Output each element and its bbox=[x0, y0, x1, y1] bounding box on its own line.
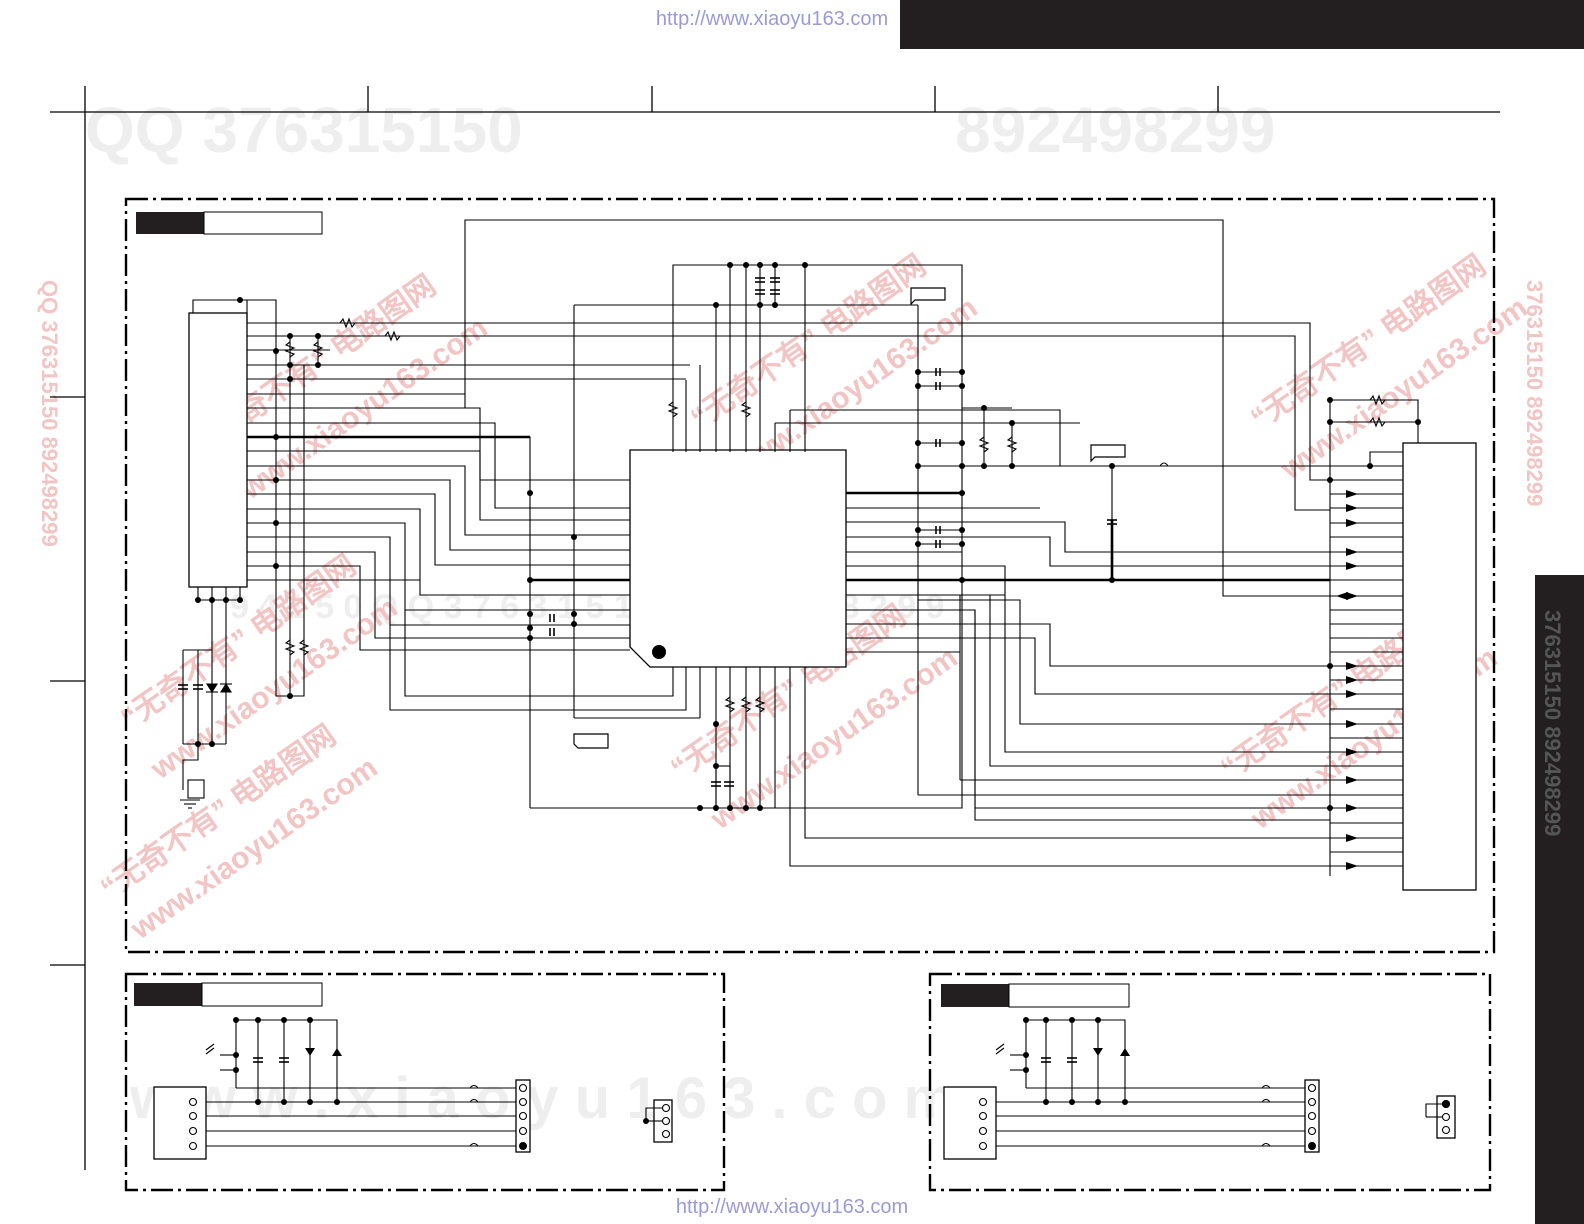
connector-left bbox=[188, 312, 248, 588]
watermark-tab-text: 376315150 892498299 bbox=[1540, 610, 1565, 836]
watermark-url-top: http://www.xiaoyu163.com bbox=[655, 8, 889, 30]
sub-left-circuit bbox=[188, 1019, 671, 1151]
sub-right-header bbox=[943, 1086, 997, 1160]
module-labels bbox=[134, 211, 1130, 1008]
diodes bbox=[206, 682, 232, 694]
sub-board-left-boundary bbox=[124, 972, 726, 1192]
watermark-bottom: w w w . x i a o y u 1 6 3 . c o m bbox=[129, 1066, 955, 1131]
ic-pin1-marker bbox=[652, 645, 666, 659]
module-boundaries bbox=[124, 197, 1496, 1192]
sheet-grid bbox=[50, 86, 1500, 1170]
net-flags bbox=[573, 287, 1126, 749]
sub-right-circuit bbox=[978, 1019, 1451, 1151]
watermark-tab-layer: 376315150 892498299 bbox=[1540, 610, 1565, 836]
right-connector-pins bbox=[1330, 479, 1403, 867]
capacitors bbox=[178, 277, 1117, 787]
watermark-url-bottom: http://www.xiaoyu163.com bbox=[675, 1196, 909, 1218]
sub-left-dots bbox=[233, 1017, 649, 1150]
side-dark-tab bbox=[1535, 575, 1584, 1224]
watermark-vertical-layer: QQ 376315150 892498299 376315150 8924982… bbox=[37, 280, 1547, 547]
connector-right bbox=[1402, 442, 1477, 891]
components bbox=[153, 312, 1477, 1160]
resistors bbox=[284, 317, 1386, 713]
watermark-side-right: 376315150 892498299 bbox=[1522, 280, 1547, 506]
watermark-side-left: QQ 376315150 892498299 bbox=[37, 280, 62, 547]
sub-left-header bbox=[153, 1086, 207, 1160]
header-dark-bar bbox=[900, 0, 1584, 49]
signal-arrows bbox=[1336, 490, 1358, 870]
watermark-qq-right: 892498299 bbox=[955, 94, 1275, 166]
junction-dots bbox=[195, 262, 1421, 811]
sub-left-connector bbox=[515, 1079, 531, 1153]
watermark-qq-left: QQ 376315150 bbox=[85, 94, 523, 166]
main-board-boundary bbox=[124, 197, 1496, 954]
sub-right-connector bbox=[1304, 1079, 1320, 1153]
sub-right-caps bbox=[1041, 1057, 1077, 1063]
sub-left-caps bbox=[253, 1057, 289, 1063]
main-ic bbox=[629, 449, 847, 668]
sub-right-dots bbox=[1023, 1017, 1450, 1150]
sub-board-right-boundary bbox=[928, 972, 1492, 1192]
bus-lines bbox=[247, 435, 1330, 582]
